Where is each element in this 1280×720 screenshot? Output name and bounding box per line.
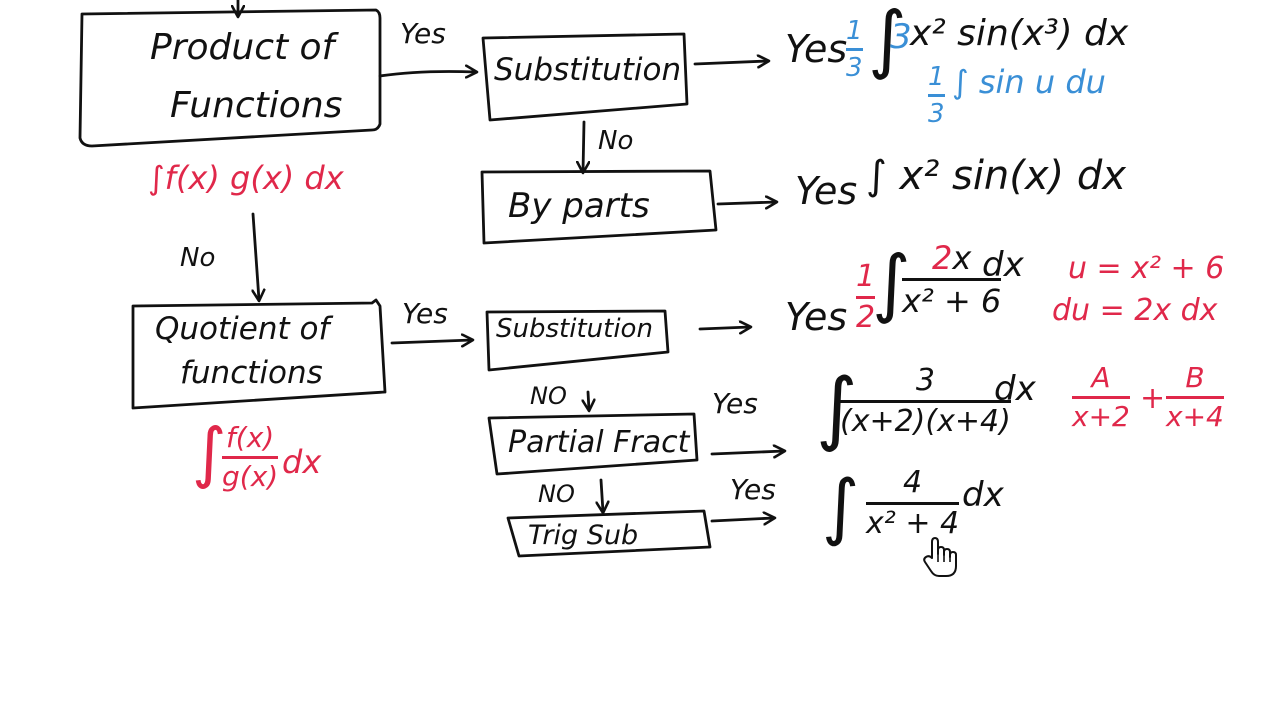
product-label-line1: Product of — [150, 27, 335, 68]
quotient-label-line2: functions — [180, 355, 323, 391]
edge-label-yes-partial: Yes — [712, 387, 758, 420]
sub2-dx: dx — [982, 245, 1024, 285]
byparts-example: ∫ x² sin(x) dx — [866, 153, 1126, 199]
yes-label-substitution2: Yes — [785, 295, 848, 339]
arrow-partial-to-trig — [601, 478, 603, 512]
hand-pointer-icon — [923, 537, 957, 577]
sub2-u-definition: u = x² + 6 — [1068, 251, 1225, 286]
quotient-integral-sign: ∫ — [192, 414, 227, 491]
by-parts-box — [480, 169, 718, 245]
sub2-denominator: x² + 6 — [902, 282, 1002, 320]
arrow-substitution2-yes — [698, 327, 750, 329]
edge-label-no-substitution2: NO — [530, 382, 567, 410]
partial-example-dx: dx — [994, 369, 1036, 409]
partial-plus-sign: + — [1140, 381, 1166, 416]
substitution-2-label: Substitution — [496, 314, 653, 344]
by-parts-label: By parts — [508, 186, 650, 226]
quotient-box — [131, 298, 387, 410]
trig-integral-sign: ∫ — [822, 464, 860, 548]
sub2-numerator-two: 2 — [931, 239, 953, 277]
sub1-three: 3 — [890, 17, 912, 57]
quotient-label-line1: Quotient of — [155, 311, 330, 347]
trig-sub-label: Trig Sub — [528, 520, 639, 551]
sub2-du-definition: du = 2x dx — [1052, 293, 1218, 328]
substitution-1-label: Substitution — [494, 52, 682, 88]
quotient-general-dx: dx — [282, 443, 322, 481]
partial-fract-box — [487, 412, 699, 476]
sub1-integral-sign: ∫ — [868, 0, 907, 82]
yes-label-byparts: Yes — [795, 169, 858, 213]
sub1-integrand: x² sin(x³) dx — [910, 13, 1129, 54]
arrow-product-to-quotient — [253, 212, 259, 300]
arrow-product-to-substitution — [378, 72, 476, 77]
edge-label-no-product: No — [180, 243, 216, 273]
substitution-1-box — [481, 32, 689, 122]
edge-label-yes-trig: Yes — [730, 473, 776, 506]
arrow-trig-yes — [710, 518, 774, 521]
arrow-substitution-yes — [693, 61, 768, 64]
arrow-substitution-to-byparts — [583, 120, 584, 172]
arrow-quotient-to-substitution — [390, 340, 472, 343]
sub2-integral-sign: ∫ — [872, 240, 911, 326]
sub1-result: ∫ sin u du — [952, 63, 1106, 101]
substitution-2-box — [485, 309, 670, 372]
product-general-form: ∫f(x) g(x) dx — [148, 159, 344, 197]
arrow-partial-yes — [710, 451, 784, 454]
partial-integral-sign: ∫ — [816, 361, 858, 454]
trig-sub-box — [506, 509, 712, 558]
sub2-numerator-x: x — [952, 239, 972, 277]
quotient-general-fraction: f(x)g(x) — [222, 421, 279, 493]
yes-label-substitution: Yes — [785, 27, 848, 71]
product-box — [78, 8, 382, 148]
edge-label-no-partial: NO — [538, 480, 575, 508]
arrow-byparts-yes — [716, 202, 776, 204]
edge-label-yes-product: Yes — [400, 17, 446, 50]
edge-label-no-substitution: No — [598, 126, 634, 156]
arrow-substitution2-to-partial — [588, 390, 589, 410]
trig-example-dx: dx — [962, 475, 1004, 515]
product-label-line2: Functions — [170, 85, 343, 126]
partial-example-fraction: 3(x+2)(x+4) — [840, 363, 1011, 439]
edge-label-yes-quotient: Yes — [402, 297, 448, 330]
sub2-fraction: 2x x² + 6 — [902, 239, 1002, 320]
partial-fract-label: Partial Fract — [508, 425, 690, 460]
